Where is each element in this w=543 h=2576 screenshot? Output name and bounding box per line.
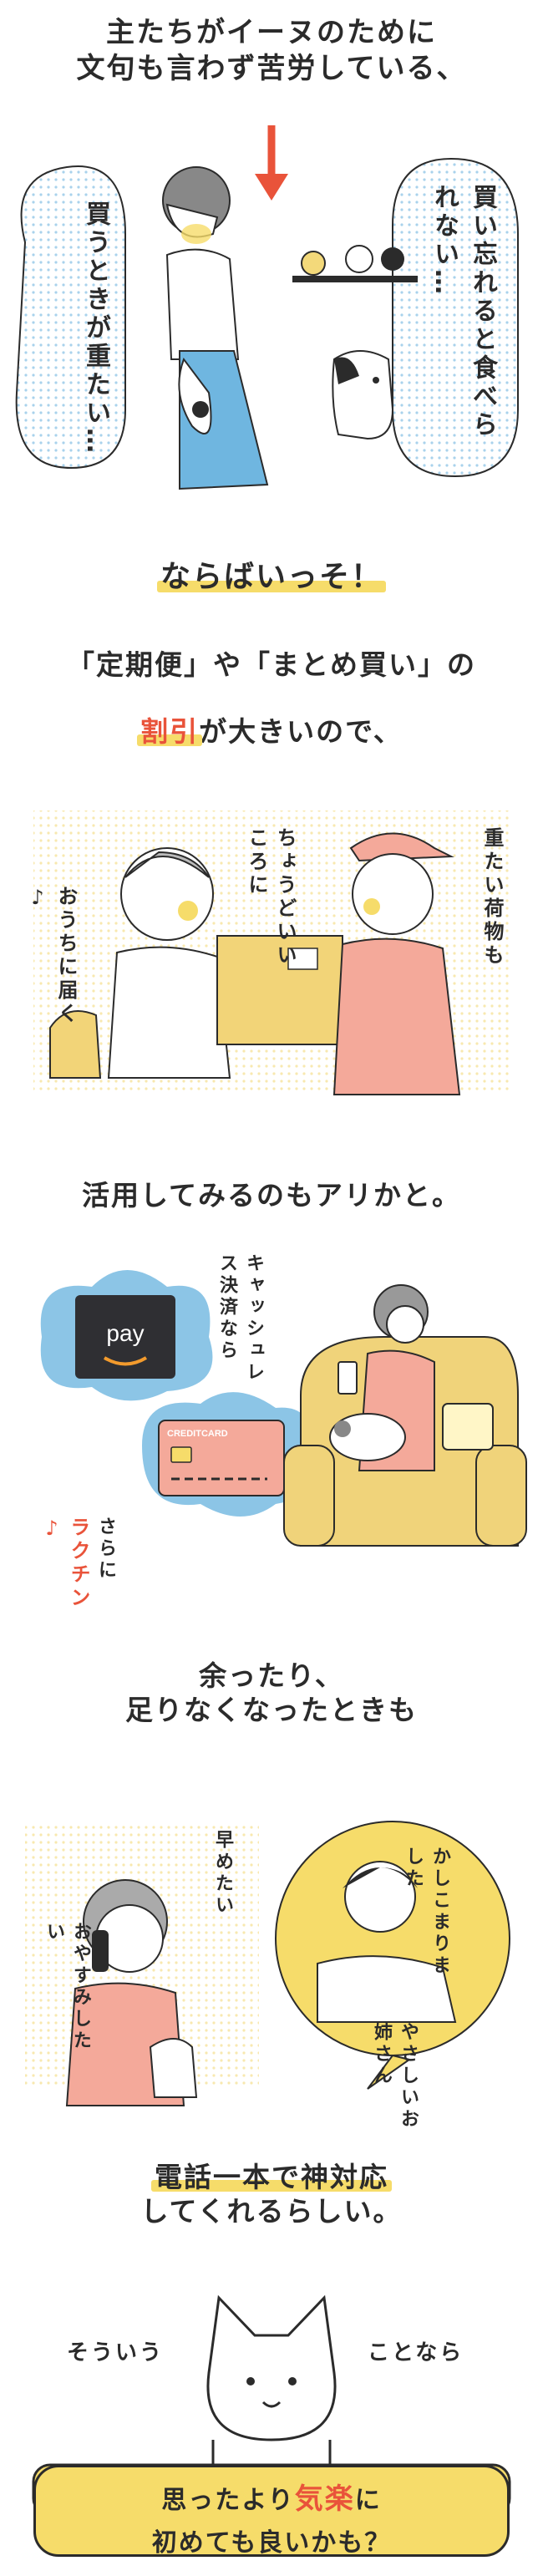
bubble-omotai-nimotsu: 重たい荷物も (480, 827, 504, 968)
white-cat (206, 2294, 337, 2441)
caption-amattari-line-1: 余ったり、 (199, 1659, 344, 1692)
caption-top: 主たちがイーヌのために 文句も言わず苦労している、 (0, 15, 543, 86)
caption-denwa-line-2: してくれるらしい。 (140, 2195, 403, 2228)
package-box (216, 935, 343, 1045)
bubble-yasashii: やさしいお姉さん (371, 2022, 419, 2131)
bubble-kau-toki: 買うときが重たい… (81, 201, 110, 456)
bubble-oyasumi: おやすみしたい (43, 1922, 91, 2052)
bubble-choudo: ちょうどいいころに (245, 827, 297, 968)
caption-teiki: 「定期便」や「まとめ買い」の (0, 648, 543, 682)
caption-narabaisso: ならばいっそ！ (0, 558, 543, 596)
caption-waribiki-highlight: 割引 (140, 715, 200, 748)
caption-top-line-1: 主たちがイーヌのために (106, 16, 437, 49)
caption-katsuyou-line: 活用してみるのもアリかと。 (81, 1179, 461, 1212)
bubble-kaiwasure: 買い忘れると食べられない… (429, 184, 497, 439)
caption-denwa: 電話一本で神対応 してくれるらしい。 (0, 2160, 543, 2229)
bubble-rakuchin: ラクチン♪ (40, 1517, 90, 1610)
ending-koto-nara: ことなら (368, 2340, 464, 2365)
caption-amattari: 余ったり、 足りなくなったときも (0, 1659, 543, 1728)
bubble-hayame: 早めたい (212, 1830, 233, 1917)
pay-card-label: pay (106, 1320, 145, 1346)
caption-amattari-line-2: 足りなくなったときも (125, 1694, 418, 1727)
panel-4-illustration (25, 1821, 510, 2106)
sign-panel: 思ったより気楽に 初めても良いかも？ (33, 2465, 510, 2558)
ending-sou-iu: そういう (67, 2340, 165, 2365)
bubble-ouchi: おうちに届く♪ (26, 886, 78, 1026)
credit-card-label: CREDITCARD (167, 1429, 228, 1439)
caption-top-line-2: 文句も言わず苦労している、 (76, 51, 467, 85)
bubble-right-shape (392, 157, 519, 478)
sign-line-1-post: に (354, 2486, 382, 2515)
bubble-cashless: キャッシュレス決済なら (216, 1253, 264, 1384)
bubble-left-shape (15, 165, 126, 470)
caption-katsuyou: 活用してみるのもアリかと。 (0, 1178, 543, 1212)
panel-3-illustration (40, 1270, 527, 1547)
sign-line-1: 思ったより気楽に (36, 2476, 507, 2517)
caption-teiki-line: 「定期便」や「まとめ買い」の (67, 648, 476, 681)
bubble-sarani: さらに (95, 1517, 116, 1582)
caption-waribiki: 割引が大きいので、 (0, 714, 543, 749)
pay-card (75, 1295, 175, 1379)
panel-2-illustration (33, 810, 510, 1095)
sign-line-1-pre: 思ったより (161, 2486, 295, 2515)
delivery-cap (349, 832, 454, 862)
caption-narabaisso-text: ならばいっそ！ (160, 560, 383, 594)
panel-1-illustration (15, 125, 519, 490)
sign-line-1-kiraku: 気楽 (294, 2482, 355, 2516)
bubble-kashikomari: かしこまりました (403, 1847, 450, 1977)
caption-waribiki-rest: が大きいので、 (199, 715, 403, 748)
sign-line-2: 初めても良いかも？ (151, 2528, 392, 2558)
caption-denwa-line-1: 電話一本で神対応 (155, 2161, 388, 2193)
delivery-shirt (332, 937, 461, 1095)
